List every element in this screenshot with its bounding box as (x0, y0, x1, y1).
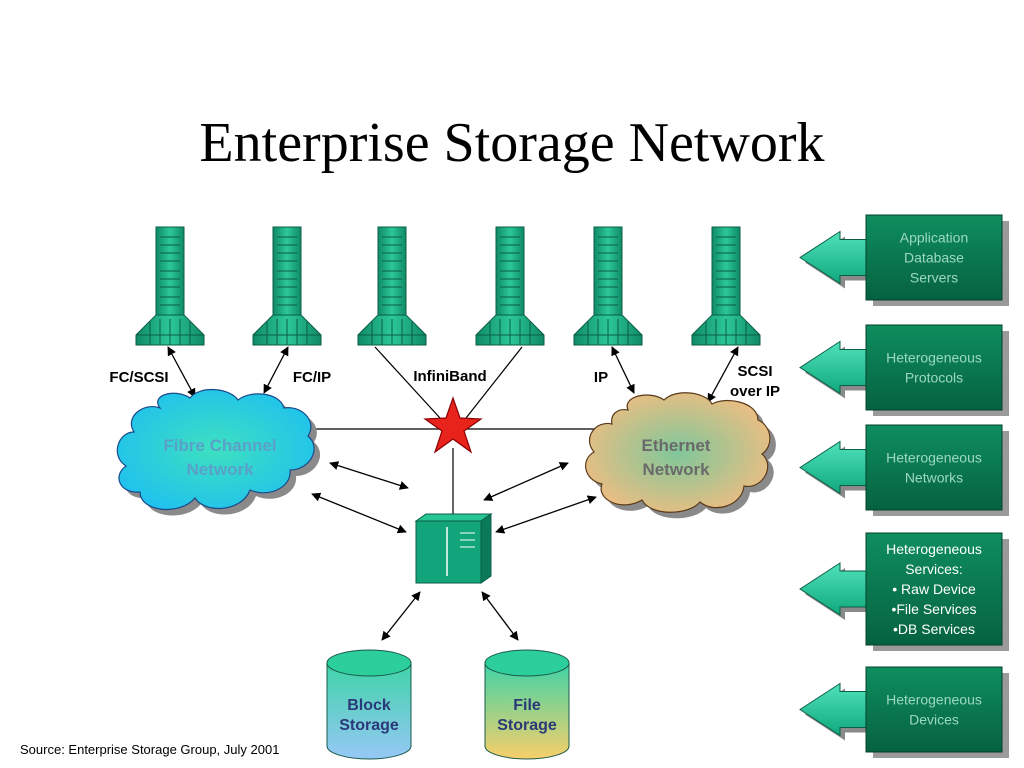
block-storage-label-line2: Storage (339, 717, 399, 734)
fc-to-switch-arrow-1 (329, 461, 409, 490)
ethernet-cloud: Ethernet Network (585, 392, 776, 519)
switch-to-block-arrow (381, 591, 421, 641)
callout-5-line-1: Heterogeneous (886, 692, 982, 708)
ethernet-label-line1: Ethernet (642, 436, 711, 455)
ethernet-label-line2: Network (642, 460, 710, 479)
fibre-channel-cloud: Fibre Channel Network (116, 389, 321, 516)
slide-title: Enterprise Storage Network (199, 112, 825, 174)
infiniband-line-left (374, 346, 441, 419)
callout-4-line-3: • Raw Device (892, 581, 976, 597)
left-arrow-icon (799, 440, 871, 495)
eth-to-switch-arrow-1 (483, 462, 569, 501)
fc-to-switch-arrow-2 (311, 492, 407, 534)
callout-3-line-1: Heterogeneous (886, 450, 982, 466)
left-arrow-icon (799, 230, 871, 285)
callout-column: ApplicationDatabaseServersHeterogeneousP… (799, 214, 1009, 758)
fc-scsi-label: FC/SCSI (109, 369, 168, 386)
left-arrow-icon (799, 682, 871, 737)
fc-ip-label: FC/IP (293, 369, 331, 386)
source-note: Source: Enterprise Storage Group, July 2… (20, 742, 280, 757)
file-storage-label-line2: Storage (497, 717, 557, 734)
storage-switch-icon (414, 513, 493, 584)
callout-box (865, 214, 1003, 301)
callout-3-line-2: Networks (905, 470, 963, 486)
ip-arrow (611, 346, 635, 394)
callout-2-line-1: Heterogeneous (886, 350, 982, 366)
callout-box (865, 666, 1003, 753)
eth-to-switch-arrow-2 (495, 495, 597, 534)
callout-5-line-2: Devices (909, 712, 959, 728)
scsi-over-ip-arrow (707, 346, 739, 403)
callout-box (865, 532, 1003, 646)
server-5-icon (573, 226, 643, 346)
callout-box (865, 424, 1003, 511)
scsi-over-ip-label-line2: over IP (730, 383, 780, 400)
scsi-over-ip-label-line1: SCSI (737, 363, 772, 380)
left-arrow-icon (799, 340, 871, 395)
server-3-icon (357, 226, 427, 346)
fc-scsi-arrow (167, 346, 196, 398)
left-arrow-icon (799, 562, 871, 616)
infiniband-line-right (465, 346, 523, 419)
block-storage-label-line1: Block (347, 697, 391, 714)
block-storage-cylinder: Block Storage (326, 649, 412, 760)
infiniband-label: InfiniBand (413, 368, 486, 385)
file-storage-label-line1: File (513, 697, 541, 714)
server-4-icon (475, 226, 545, 346)
callout-1-line-3: Servers (910, 270, 958, 286)
callout-4-line-2: Services: (905, 561, 963, 577)
star-icon (423, 396, 483, 454)
file-storage-cylinder: File Storage (484, 649, 570, 760)
callout-box (865, 324, 1003, 411)
callout-1-line-1: Application (900, 230, 969, 246)
server-6-icon (691, 226, 761, 346)
callout-4-line-1: Heterogeneous (886, 541, 982, 557)
ip-label: IP (594, 369, 608, 386)
fibre-channel-label-line1: Fibre Channel (163, 436, 276, 455)
callout-4-line-4: •File Services (891, 601, 976, 617)
callout-4-line-5: •DB Services (893, 621, 975, 637)
switch-to-file-arrow (481, 591, 519, 641)
fc-ip-arrow (263, 346, 289, 394)
server-2-icon (252, 226, 322, 346)
callout-2-line-2: Protocols (905, 370, 963, 386)
callout-1-line-2: Database (904, 250, 964, 266)
server-1-icon (135, 226, 205, 346)
fibre-channel-label-line2: Network (186, 460, 254, 479)
